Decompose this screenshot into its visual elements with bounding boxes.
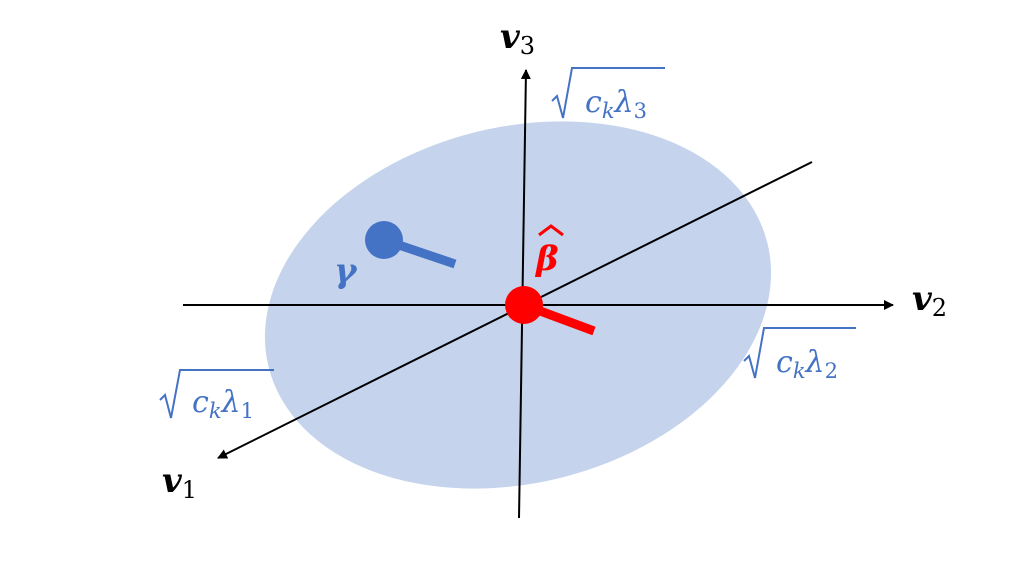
svg-text:ckλ3: ckλ3	[585, 85, 647, 123]
radius-label-2: ckλ2	[743, 327, 856, 383]
beta-hat-point: β	[505, 224, 596, 336]
svg-text:ckλ1: ckλ1	[192, 385, 254, 423]
gamma-label: γ	[334, 251, 358, 291]
sqrt-sign-icon	[551, 67, 665, 119]
beta-hat-label: β	[534, 239, 559, 279]
gamma-point: γ	[334, 221, 457, 291]
radius-label-1: ckλ1	[159, 369, 274, 423]
axis-label-v3: v3	[500, 17, 535, 60]
gamma-marker-icon	[365, 221, 403, 259]
sqrt-sign-icon	[159, 369, 274, 419]
svg-text:ckλ2: ckλ2	[776, 345, 838, 383]
axis-label-v2: v2	[912, 279, 947, 322]
axis-label-v1: v1	[162, 461, 197, 504]
sqrt-sign-icon	[743, 327, 856, 379]
radius-label-3: ckλ3	[551, 67, 665, 123]
beta-hat-marker-icon	[505, 286, 543, 324]
hat-icon	[538, 224, 564, 237]
